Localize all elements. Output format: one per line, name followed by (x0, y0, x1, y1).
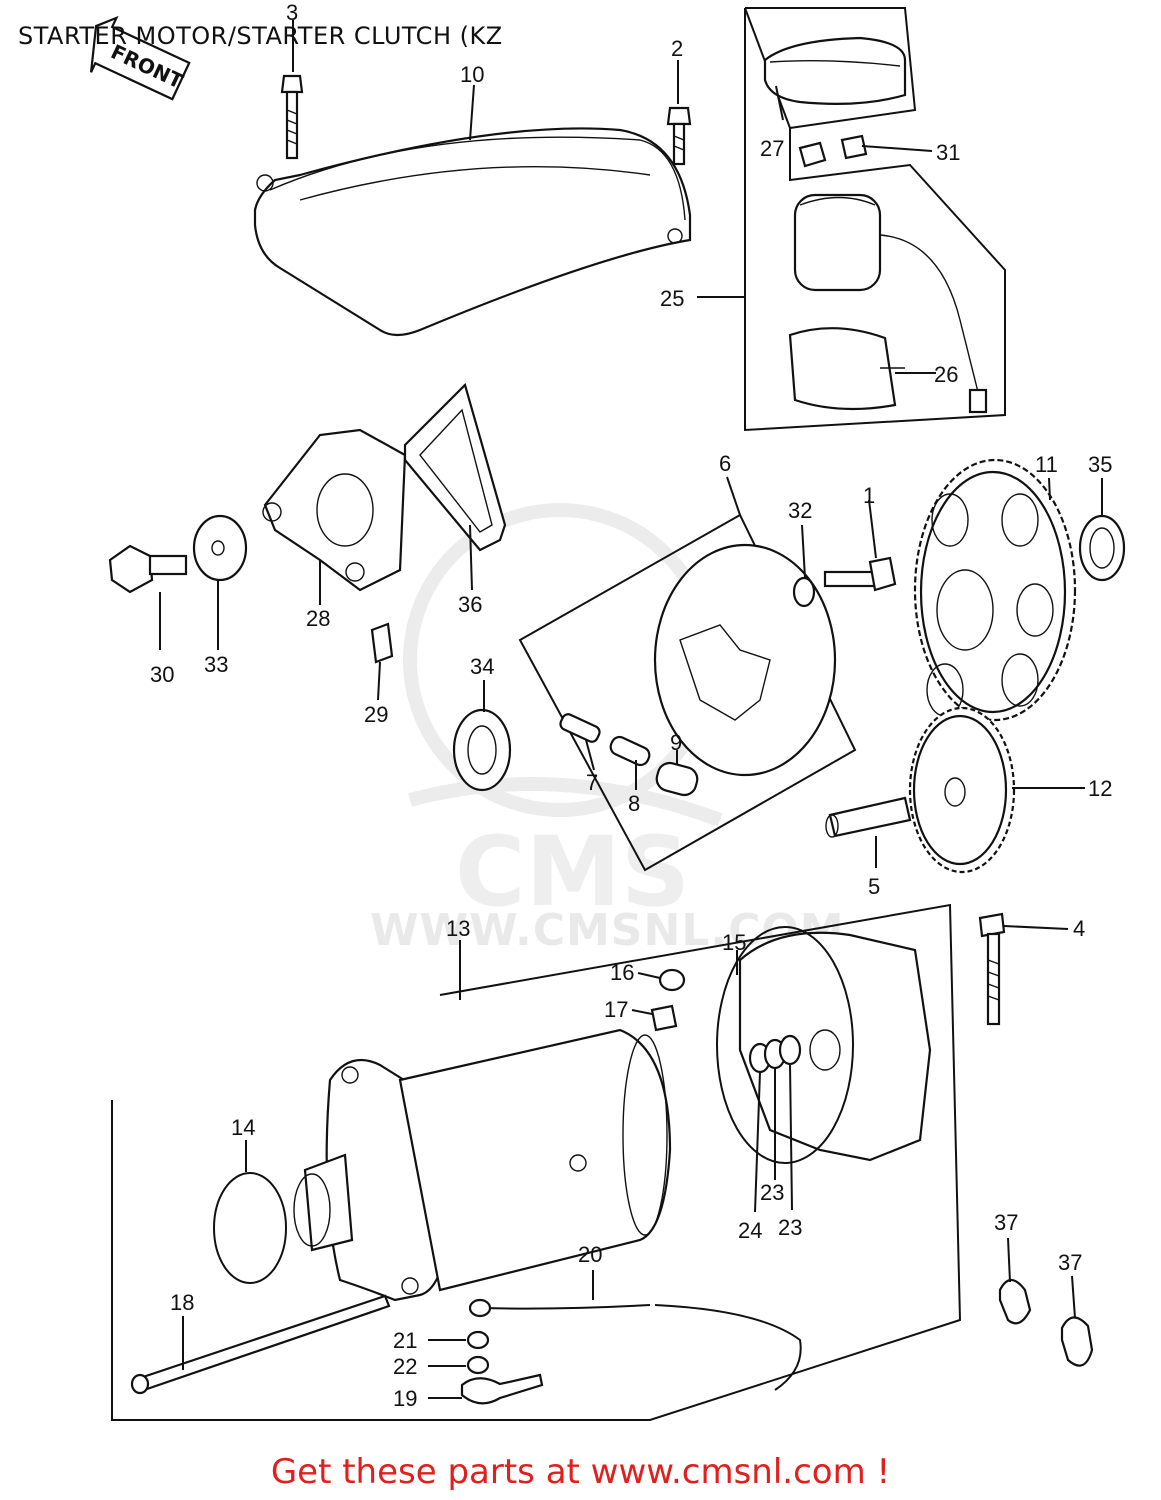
label-10: 10 (460, 62, 484, 87)
cover-part-10 (253, 127, 692, 337)
label-20: 20 (578, 1242, 602, 1267)
housing-part-28 (262, 428, 407, 592)
label-25: 25 (660, 286, 684, 311)
label-11: 11 (1035, 452, 1058, 477)
gear-part-11 (913, 458, 1077, 722)
shaft-part-5 (825, 796, 912, 838)
bolt-part-3 (280, 74, 304, 160)
label-22: 22 (393, 1354, 417, 1379)
part-labels: 3 2 10 27 31 25 26 6 11 35 32 1 28 36 30… (150, 0, 1112, 1411)
label-13: 13 (446, 916, 470, 941)
label-18: 18 (170, 1290, 194, 1315)
end-cover-group (716, 926, 932, 1164)
label-37b: 37 (1058, 1250, 1082, 1275)
washer-part-35 (1078, 514, 1126, 582)
nut-part-21 (466, 1330, 490, 1350)
label-5: 5 (868, 874, 880, 899)
bolt-part-30 (108, 544, 188, 594)
label-21: 21 (393, 1328, 417, 1353)
through-bolt-part-18 (130, 1294, 391, 1395)
label-15: 15 (722, 930, 746, 955)
label-2: 2 (671, 36, 683, 61)
seal-part-34 (452, 708, 512, 792)
label-8: 8 (628, 791, 640, 816)
washer-part-22 (466, 1355, 490, 1375)
label-16: 16 (610, 960, 634, 985)
label-1: 1 (863, 483, 875, 508)
lead-part-20 (468, 1298, 802, 1391)
label-17: 17 (604, 997, 628, 1022)
label-23a: 23 (760, 1180, 784, 1205)
label-34: 34 (470, 654, 494, 679)
label-37a: 37 (994, 1210, 1018, 1235)
gear-part-12 (908, 706, 1016, 874)
label-36: 36 (458, 592, 482, 617)
label-19: 19 (393, 1386, 417, 1411)
washer-part-32 (792, 576, 816, 608)
label-32: 32 (788, 498, 812, 523)
watermark-logo: CMS (403, 503, 723, 928)
label-14: 14 (231, 1115, 255, 1140)
starter-motor-part-13 (111, 903, 962, 1421)
label-24: 24 (738, 1218, 762, 1243)
label-4: 4 (1073, 916, 1085, 941)
terminal-part-19 (460, 1373, 544, 1405)
starter-relay-group (744, 7, 1006, 432)
label-35: 35 (1088, 452, 1112, 477)
label-6: 6 (719, 451, 731, 476)
watermark-logo-text: CMS (455, 816, 690, 928)
pin-part-29 (370, 622, 394, 664)
label-33: 33 (204, 652, 228, 677)
label-7: 7 (586, 770, 598, 795)
label-31: 31 (936, 140, 960, 165)
bolt-part-2 (666, 106, 692, 166)
clamp-part-37a (998, 1278, 1032, 1325)
label-9: 9 (670, 730, 682, 755)
page-title: STARTER MOTOR/STARTER CLUTCH (KZ (18, 22, 503, 50)
label-3: 3 (286, 0, 298, 25)
label-28: 28 (306, 606, 330, 631)
label-30: 30 (150, 662, 174, 687)
label-12: 12 (1088, 776, 1112, 801)
label-23b: 23 (778, 1215, 802, 1240)
o-ring-part-14 (213, 1172, 287, 1284)
label-27: 27 (760, 136, 784, 161)
label-29: 29 (364, 702, 388, 727)
clamp-part-37b (1060, 1316, 1094, 1367)
gasket-part-36 (403, 382, 507, 552)
brush-part-16 (658, 968, 686, 992)
bolt-part-4 (978, 912, 1006, 1026)
footer-link-text[interactable]: Get these parts at www.cmsnl.com ! (270, 1452, 891, 1492)
leader-lines (159, 20, 1103, 1399)
brush-part-17 (650, 1004, 678, 1032)
label-26: 26 (934, 362, 958, 387)
starter-clutch-part-6 (518, 513, 857, 872)
bolt-part-1 (823, 556, 897, 592)
washer-part-33 (192, 514, 248, 582)
